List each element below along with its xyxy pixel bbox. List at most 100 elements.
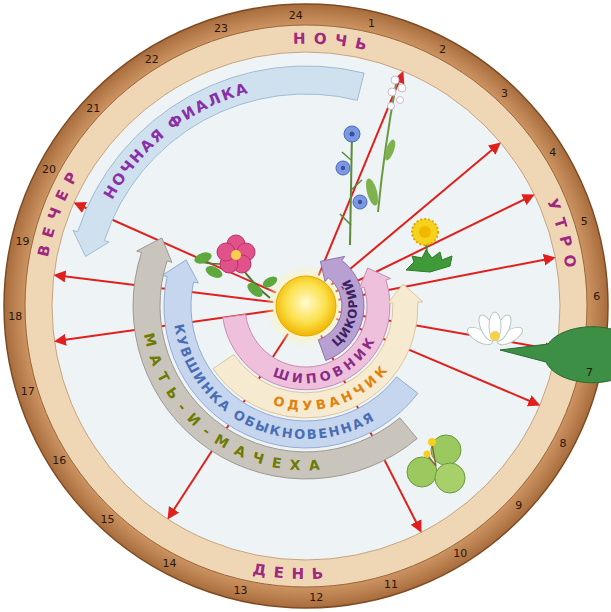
time-of-day-word: ДЕНЬ <box>252 560 332 583</box>
time-arrows-part <box>331 144 499 285</box>
hour-number: 13 <box>234 584 248 595</box>
rose-flower-part <box>245 280 265 299</box>
time-arrows-part <box>321 335 420 530</box>
dandelion-plant-part <box>406 250 452 272</box>
night-violet-plant-part <box>391 76 399 84</box>
rose-flower-part <box>261 274 279 290</box>
sun-part <box>276 276 336 336</box>
time-arrows-part <box>76 204 276 293</box>
hour-number: 16 <box>52 455 66 466</box>
time-of-day-word-part: ДЕНЬ <box>252 560 332 583</box>
time-arrows <box>56 73 554 530</box>
time-arrows-part <box>319 73 403 275</box>
flower-name-part: КУВШИНКА ОБЫКНОВЕННАЯ <box>171 323 377 442</box>
time-of-day-word: УТРО <box>543 196 581 276</box>
time-of-day-word-part: ВЕЧЕР <box>34 162 85 258</box>
coltsfoot-plant-part <box>435 463 465 493</box>
hour-number: 15 <box>101 513 115 524</box>
water-lily-part <box>489 312 501 340</box>
rose-flower-part <box>193 250 213 266</box>
chicory-plant-part <box>353 195 367 209</box>
clock-face <box>4 4 608 608</box>
clock-face-part <box>4 4 608 608</box>
flower-name-part: НОЧНАЯ ФИАЛКА <box>100 79 251 202</box>
time-of-day-word-part: НОЧЬ <box>293 29 376 56</box>
time-arrows-part <box>56 275 273 302</box>
band-arrow <box>213 284 423 418</box>
hour-number: 4 <box>549 146 556 157</box>
time-arrows-part <box>169 334 288 518</box>
band-arrow <box>223 268 391 390</box>
hour-number: 11 <box>384 579 398 590</box>
coltsfoot-plant-part <box>428 438 436 446</box>
sun-part <box>264 264 348 348</box>
hour-number: 17 <box>21 386 35 397</box>
water-lily <box>465 312 611 383</box>
flower-name-part: ШИПОВНИК <box>271 332 379 387</box>
time-arrows-part <box>336 196 533 292</box>
sun <box>264 264 348 348</box>
chicory-plant-part <box>350 132 355 137</box>
flower-name: КУВШИНКА ОБЫКНОВЕННАЯ <box>171 323 377 442</box>
hour-number: 6 <box>593 290 600 301</box>
flower-name-part: ОДУВАНЧИК <box>272 360 393 413</box>
dandelion-plant <box>406 219 452 272</box>
hour-number: 23 <box>214 22 228 33</box>
coltsfoot-plant <box>407 435 465 493</box>
hour-number: 12 <box>309 591 323 602</box>
chicory-plant <box>336 126 367 245</box>
band-arrow <box>133 238 417 479</box>
hour-number: 1 <box>368 17 375 28</box>
time-of-day-word: НОЧЬ <box>293 29 376 56</box>
hour-number: 3 <box>501 88 508 99</box>
hour-number: 21 <box>86 102 100 113</box>
clock-face-part <box>52 52 560 560</box>
hour-number: 22 <box>145 54 159 65</box>
time-arrows-part <box>56 311 273 342</box>
rose-flower-part <box>231 250 241 260</box>
flower-name: ОДУВАНЧИК <box>272 360 393 413</box>
night-violet-plant-part <box>382 138 397 161</box>
flower-name: НОЧНАЯ ФИАЛКА <box>100 79 251 202</box>
time-arrows-part <box>339 312 555 350</box>
hour-number: 20 <box>42 164 56 175</box>
hour-number: 24 <box>289 10 303 21</box>
hour-number: 2 <box>439 44 446 55</box>
dandelion-plant-part <box>412 219 438 245</box>
night-violet-plant-part <box>388 103 395 110</box>
chicory-plant-part <box>341 166 345 170</box>
hour-number: 19 <box>16 235 30 246</box>
water-lily-part <box>490 331 500 341</box>
chicory-plant-part <box>336 161 350 175</box>
hour-number: 10 <box>453 547 467 558</box>
night-violet-plant-part <box>364 177 381 207</box>
hour-number: 9 <box>515 499 522 510</box>
hour-number: 14 <box>162 557 176 568</box>
time-of-day-word: ВЕЧЕР <box>34 162 85 258</box>
flower-name: ШИПОВНИК <box>271 332 379 387</box>
night-violet-plant <box>364 76 406 212</box>
clock-face-part <box>25 25 587 587</box>
flower-name: ЦИКОРИЙ <box>329 276 360 349</box>
chicory-plant-part <box>358 200 362 204</box>
dandelion-plant-part <box>419 226 431 238</box>
hour-number: 18 <box>8 311 22 322</box>
rose-flower <box>193 235 279 300</box>
band-arrow <box>162 260 418 448</box>
night-violet-plant-part <box>388 88 396 96</box>
night-violet-plant-part <box>397 97 404 104</box>
hour-number: 8 <box>559 437 566 448</box>
